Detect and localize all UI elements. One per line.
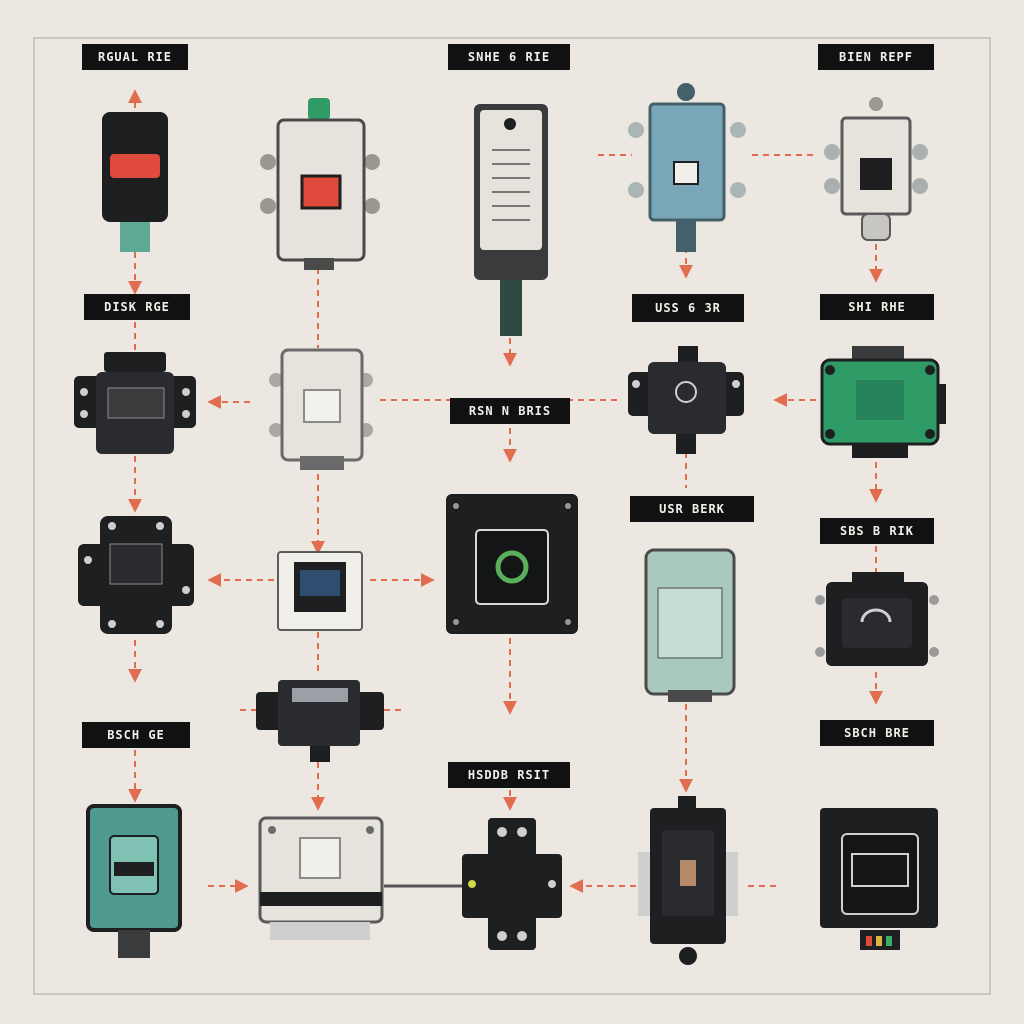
display-icon [277,551,363,631]
module-icon [74,352,196,454]
power-supply-icon [258,816,384,940]
label-text: BSCH GE [107,728,165,742]
label-tag: RGUAL RIE [82,44,188,70]
label-tag: SHI RHE [820,294,934,320]
label-tag: BIEN REPF [818,44,934,70]
relay-icon [260,98,380,270]
label-text: DISK RGE [104,300,170,314]
label-text: USS 6 3R [655,301,721,315]
label-tag: SBS B RIK [820,518,934,544]
label-text: RSN N BRIS [469,404,551,418]
lock-icon [815,572,939,666]
meter-icon [86,804,182,958]
label-text: RGUAL RIE [98,50,172,64]
connectors [128,89,883,893]
label-tag: SNHE 6 RIE [448,44,570,70]
label-tag: RSN N BRIS [450,398,570,424]
controller-icon [474,104,548,336]
circuit-board-icon [820,346,946,458]
label-text: SNHE 6 RIE [468,50,550,64]
sensor-icon [628,346,744,454]
connector-icon [256,680,384,762]
label-text: USR BERK [659,502,725,516]
connector-icon [462,818,562,950]
module-icon [78,516,194,634]
junction-box-icon [628,83,746,252]
label-tag: HSDDB RSIT [448,762,570,788]
rocker-switch-icon [102,112,168,252]
label-tag: DISK RGE [84,294,190,320]
label-text: SBCH BRE [844,726,910,740]
diagram-frame [33,37,991,995]
label-text: SBS B RIK [840,524,914,538]
label-tag: USR BERK [630,496,754,522]
hub-icon [446,494,578,634]
fuse-icon [638,796,738,965]
meter-icon [644,548,736,702]
label-text: BIEN REPF [839,50,913,64]
module-icon [269,348,373,470]
label-text: HSDDB RSIT [468,768,550,782]
label-tag: BSCH GE [82,722,190,748]
label-tag: SBCH BRE [820,720,934,746]
label-text: SHI RHE [848,300,906,314]
label-tag: USS 6 3R [632,294,744,322]
display-icon [820,808,938,950]
junction-box-icon [824,97,928,241]
